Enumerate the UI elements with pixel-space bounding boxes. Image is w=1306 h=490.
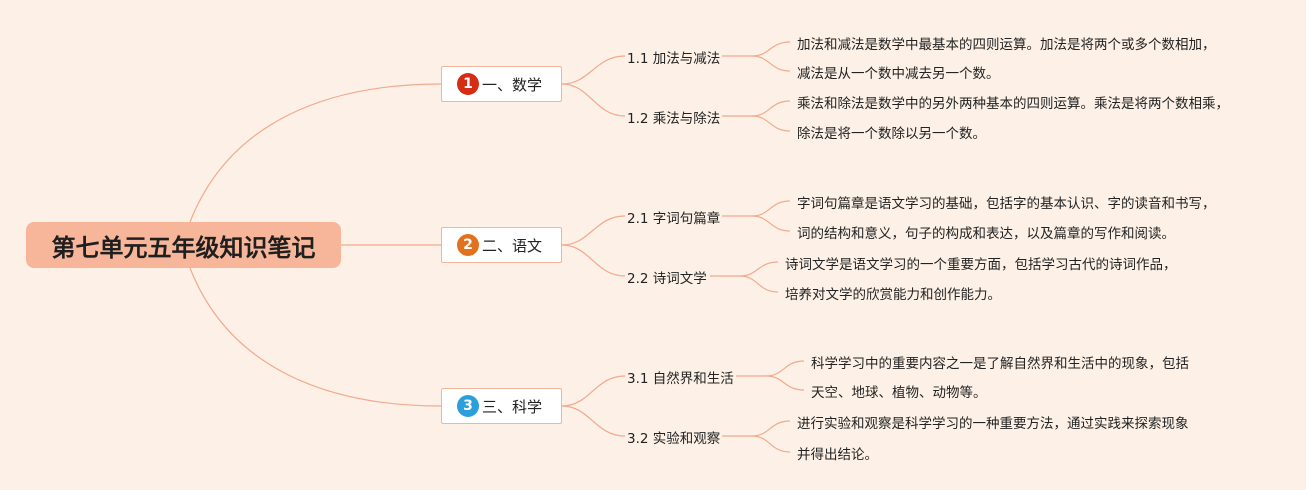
topic-description-line: 诗词文学是语文学习的一个重要方面，包括学习古代的诗词作品， <box>785 257 1177 273</box>
topic-description-line: 并得出结论。 <box>797 447 878 463</box>
topic-description-line: 减法是从一个数中减去另一个数。 <box>797 66 1000 82</box>
branch-label: 三、科学 <box>482 397 543 416</box>
number-badge-icon: 1 <box>457 73 479 95</box>
root-node[interactable]: 第七单元五年级知识笔记 <box>26 222 341 268</box>
topic-science-experiment[interactable]: 3.2 实验和观察 <box>627 431 721 447</box>
link-chinese-t2 <box>561 244 626 277</box>
topic-science-nature[interactable]: 3.1 自然界和生活 <box>627 371 734 387</box>
topic-description-line: 培养对文学的欣赏能力和创作能力。 <box>785 287 1001 303</box>
topic-description-line: 除法是将一个数除以另一个数。 <box>797 126 986 142</box>
link-math-t1 <box>561 55 626 85</box>
branch-math[interactable]: 1 一、数学 <box>441 66 562 102</box>
root-title: 第七单元五年级知识笔记 <box>51 233 316 262</box>
branch-science[interactable]: 3 三、科学 <box>441 388 562 424</box>
link-science-t1 <box>561 375 626 407</box>
number-badge-icon: 2 <box>457 234 479 256</box>
link-math-t2 <box>561 83 626 117</box>
link-chinese-t1 <box>561 215 626 246</box>
link-root-math <box>189 83 442 223</box>
branch-label: 一、数学 <box>482 75 543 94</box>
topic-chinese-characters[interactable]: 2.1 字词句篇章 <box>627 211 721 227</box>
topic-math-multiplication[interactable]: 1.2 乘法与除法 <box>627 111 721 127</box>
link-root-science <box>189 267 442 407</box>
topic-math-addition[interactable]: 1.1 加法与减法 <box>627 51 721 67</box>
topic-description-line: 乘法和除法是数学中的另外两种基本的四则运算。乘法是将两个数相乘， <box>797 96 1229 112</box>
topic-description-line: 进行实验和观察是科学学习的一种重要方法，通过实践来探索现象 <box>797 416 1189 432</box>
branch-label: 二、语文 <box>482 236 543 255</box>
topic-description-line: 加法和减法是数学中最基本的四则运算。加法是将两个或多个数相加， <box>797 37 1216 53</box>
topic-description-line: 科学学习中的重要内容之一是了解自然界和生活中的现象，包括 <box>811 356 1189 372</box>
topic-description-line: 词的结构和意义，句子的构成和表达，以及篇章的写作和阅读。 <box>797 226 1175 242</box>
topic-description-line: 天空、地球、植物、动物等。 <box>811 385 987 401</box>
number-badge-icon: 3 <box>457 395 479 417</box>
link-science-t2 <box>561 405 626 437</box>
branch-chinese[interactable]: 2 二、语文 <box>441 227 562 263</box>
topic-description-line: 字词句篇章是语文学习的基础，包括字的基本认识、字的读音和书写， <box>797 196 1216 212</box>
topic-chinese-poetry[interactable]: 2.2 诗词文学 <box>627 271 707 287</box>
